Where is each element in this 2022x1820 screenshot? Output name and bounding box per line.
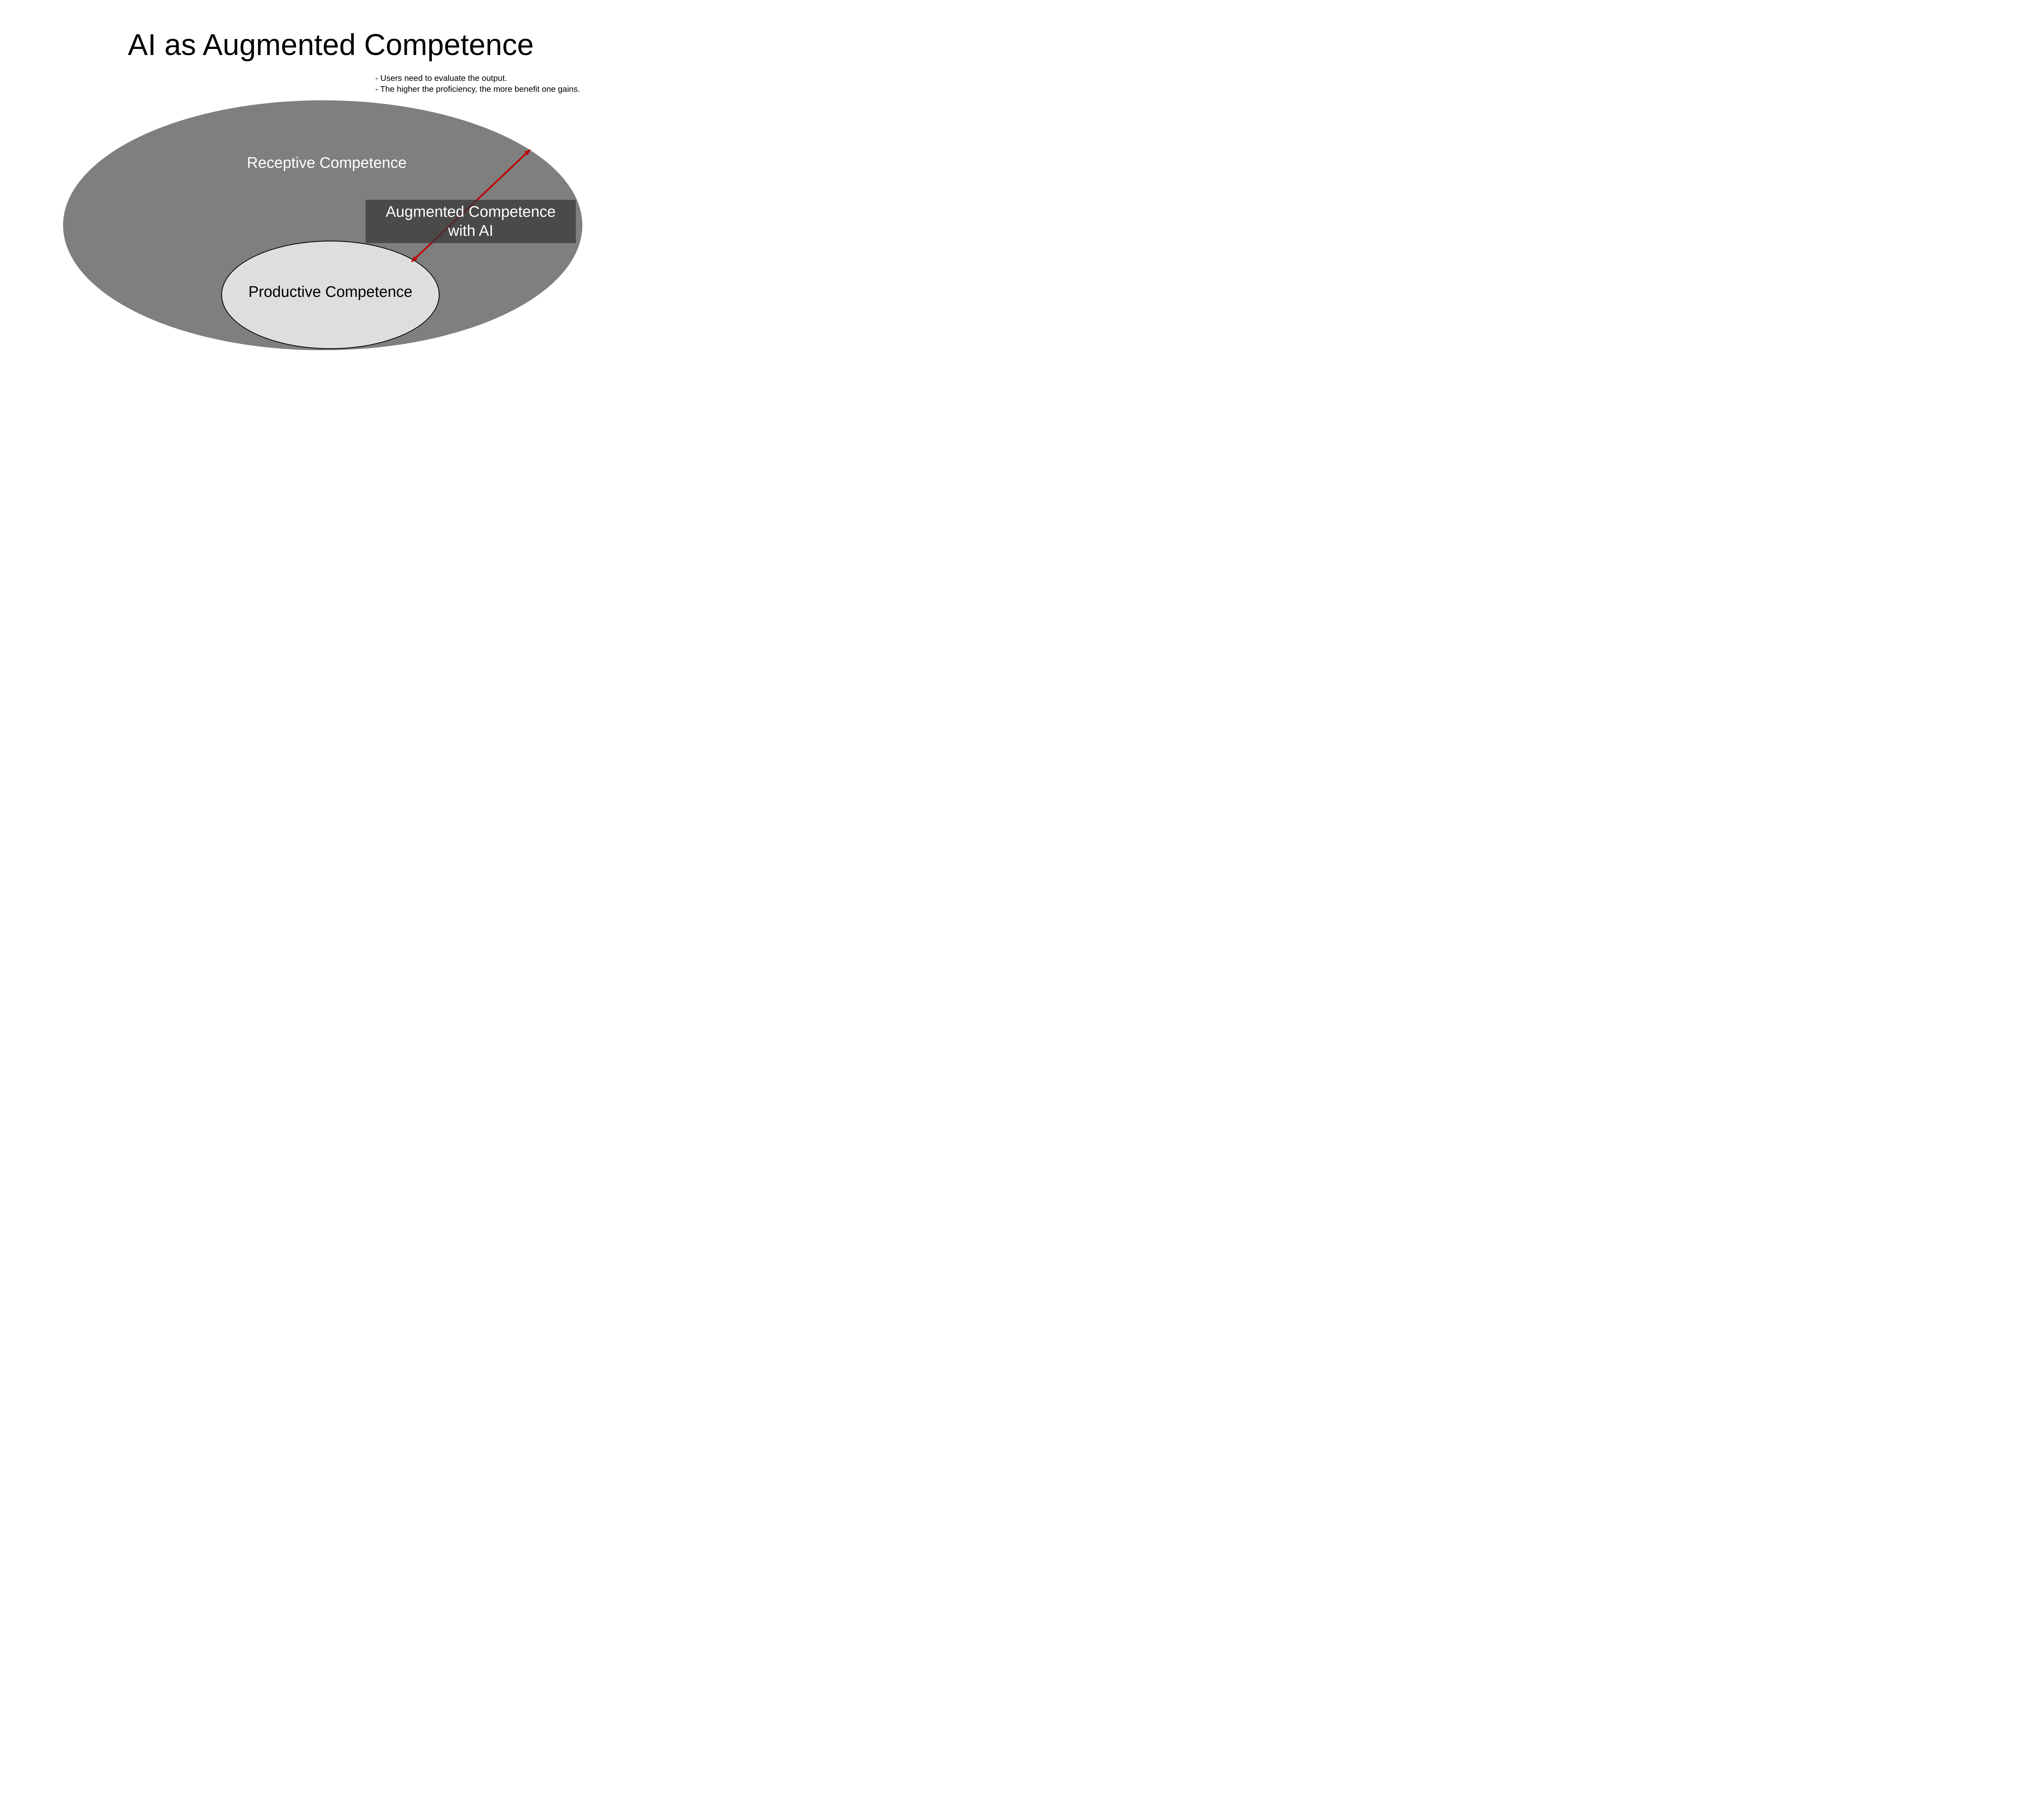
augmented-competence-box: Augmented Competence with AI — [366, 200, 576, 243]
slide: AI as Augmented Competence - Users need … — [0, 0, 647, 364]
notes-block: - Users need to evaluate the output. - T… — [375, 73, 580, 95]
productive-competence-ellipse: Productive Competence — [221, 241, 440, 349]
slide-title: AI as Augmented Competence — [128, 28, 534, 61]
note-line-1: - Users need to evaluate the output. — [375, 74, 507, 83]
productive-competence-label: Productive Competence — [248, 284, 412, 301]
receptive-competence-label: Receptive Competence — [247, 154, 407, 171]
augmented-competence-label-line2: with AI — [448, 222, 493, 239]
augmented-competence-label-line1: Augmented Competence — [385, 203, 556, 220]
note-line-2: - The higher the proficiency, the more b… — [375, 84, 580, 94]
